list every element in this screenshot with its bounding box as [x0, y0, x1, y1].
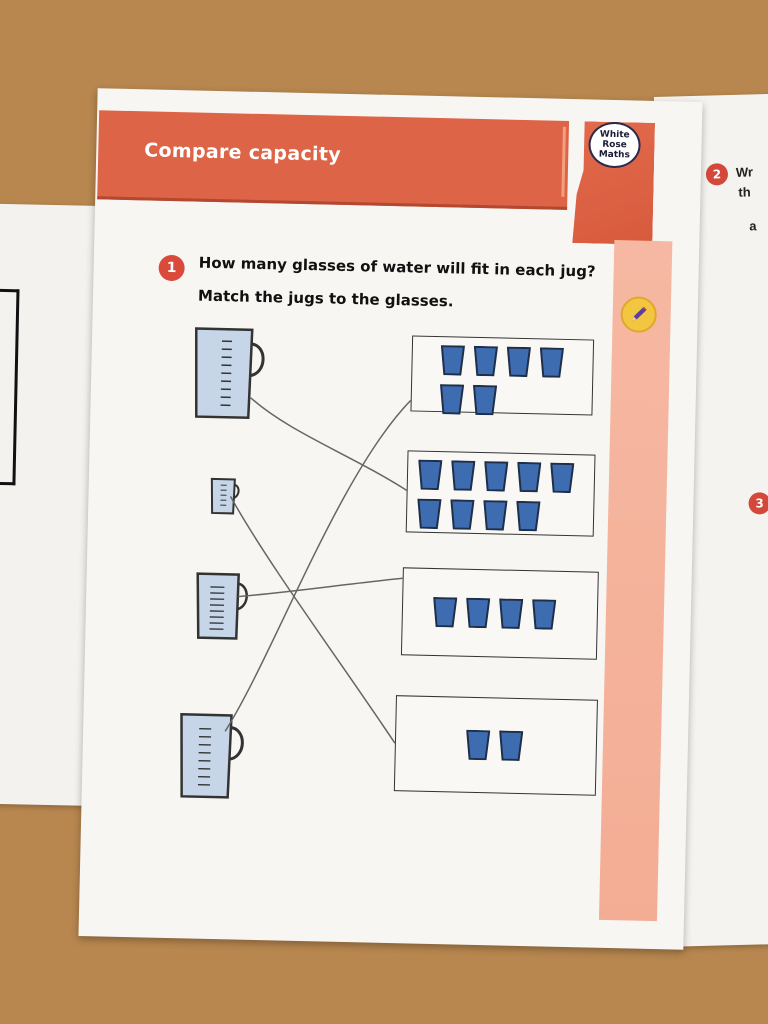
question-badge-2: 2 [705, 163, 729, 186]
header-banner: Compare capacity [97, 110, 570, 210]
small-jug-icon [210, 477, 240, 515]
right-snippet: a [749, 218, 757, 234]
page-title: Compare capacity [144, 139, 342, 166]
glass-icon [466, 597, 491, 629]
glass-icon [506, 346, 531, 378]
glass-icon [499, 730, 524, 761]
glass-icon [440, 345, 465, 376]
match-line [238, 577, 403, 598]
large-jug-2-icon [180, 713, 244, 799]
glass-box-4[interactable] [400, 567, 599, 660]
glass-icon [517, 461, 542, 493]
answer-frame [0, 288, 20, 486]
glass-icon [473, 345, 498, 377]
glass-icon [550, 462, 575, 494]
logo-text-line: Maths [598, 149, 630, 161]
glass-icon [417, 498, 442, 530]
glass-icon [450, 499, 475, 530]
glass-icon [499, 598, 524, 629]
pencil-icon [620, 296, 658, 333]
question-number-badge: 1 [158, 254, 185, 282]
question-text: How many glasses of water will fit in ea… [198, 253, 596, 281]
match-line [224, 399, 412, 732]
right-snippet: Wr [735, 164, 754, 180]
glass-icon [516, 500, 541, 532]
glass-box-6[interactable] [410, 335, 595, 417]
match-line [250, 397, 408, 491]
right-snippet: th [738, 184, 751, 200]
glass-icon [483, 500, 508, 531]
glass-box-9[interactable] [405, 450, 596, 537]
question-badge-3: 3 [748, 492, 768, 515]
worksheet-page: Compare capacity White Rose Maths 1 How … [78, 88, 703, 950]
glass-icon [418, 459, 443, 491]
glass-icon [484, 461, 509, 492]
glass-icon [439, 384, 465, 415]
glass-icon [433, 596, 458, 628]
glass-icon [451, 460, 476, 491]
side-stripe [598, 240, 673, 922]
glass-grid [417, 459, 594, 533]
glass-box-2[interactable] [393, 695, 598, 796]
glass-icon [532, 599, 557, 630]
glass-icon [466, 729, 491, 761]
medium-jug-icon [196, 572, 248, 640]
large-jug-icon [195, 327, 265, 420]
glass-grid [466, 729, 547, 762]
glass-grid [439, 345, 581, 417]
question-instruction: Match the jugs to the glasses. [197, 286, 454, 311]
glass-icon [539, 347, 564, 378]
glass-icon [472, 384, 498, 416]
glass-grid [433, 596, 584, 630]
